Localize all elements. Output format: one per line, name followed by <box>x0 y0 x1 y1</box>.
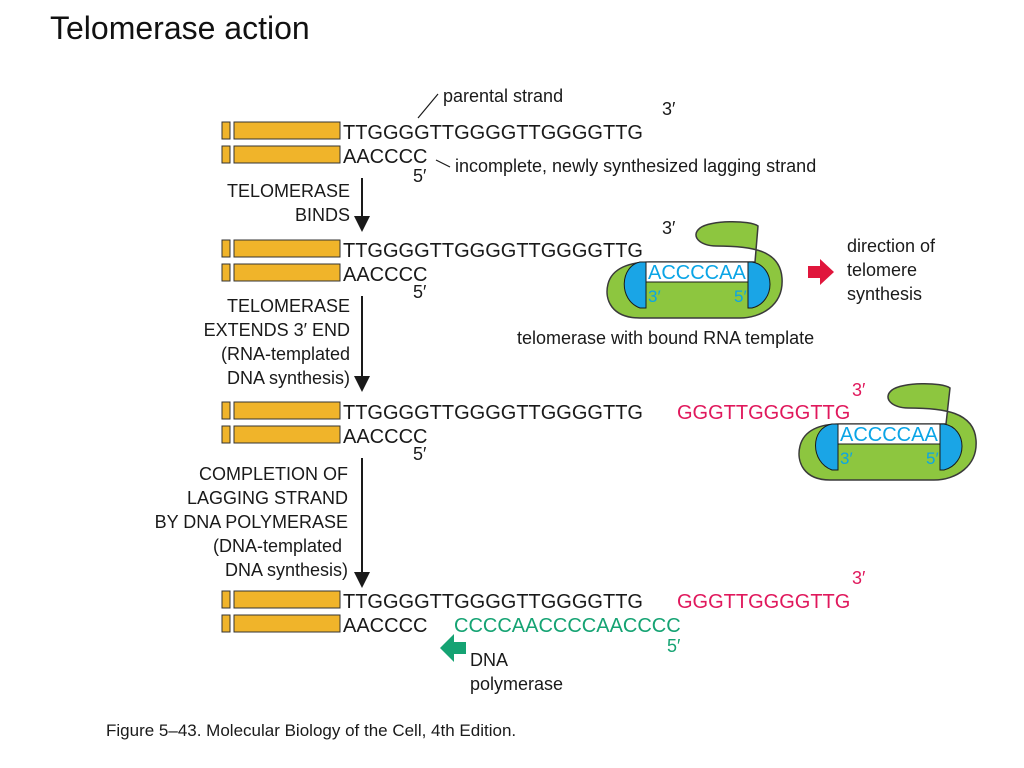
incomplete-strand-pointer <box>435 159 451 168</box>
rna-clamp-left <box>815 423 839 471</box>
five-prime-label: 5′ <box>667 636 681 656</box>
rna-template-sequence: ACCCCAA <box>648 262 746 284</box>
parental-strand-pointer <box>417 93 439 119</box>
step-1-line-1: TELOMERASE <box>227 181 350 201</box>
step-3: COMPLETION OF LAGGING STRAND BY DNA POLY… <box>155 458 370 588</box>
top-strand-sequence: TTGGGGTTGGGGTTGGGGTTG <box>343 402 643 424</box>
three-prime-label: 3′ <box>662 99 676 119</box>
red-arrow-icon <box>808 259 834 285</box>
rna-clamp-right <box>747 261 771 309</box>
top-strand-sequence: TTGGGGTTGGGGTTGGGGTTG <box>343 122 643 144</box>
dna-bar-bottom <box>233 425 341 444</box>
three-prime-label: 3′ <box>662 218 676 238</box>
dna-bar-top <box>233 239 341 258</box>
step-2-line-4: DNA synthesis) <box>227 368 350 388</box>
dna-bar-top <box>233 121 341 140</box>
extension-sequence: GGGTTGGGGTTG <box>677 402 850 424</box>
dna-row-4: TTGGGGTTGGGGTTGGGGTTG GGGTTGGGGTTG AACCC… <box>221 568 866 656</box>
dna-polymerase-indicator: DNA polymerase <box>440 634 563 694</box>
dna-bar-bottom <box>233 145 341 164</box>
rna-five-prime: 5′ <box>926 449 939 468</box>
top-strand-sequence: TTGGGGTTGGGGTTGGGGTTG <box>343 240 643 262</box>
dna-bar-bottom-stub <box>221 145 231 164</box>
step-3-line-3: BY DNA POLYMERASE <box>155 512 348 532</box>
dna-bar-top <box>233 401 341 420</box>
step-3-line-5: DNA synthesis) <box>225 560 348 580</box>
rna-template-box <box>645 261 749 283</box>
dna-bar-top-stub <box>221 121 231 140</box>
five-prime-label: 5′ <box>413 444 427 464</box>
direction-label-line-3: synthesis <box>847 284 922 304</box>
new-lagging-sequence: CCCCAACCCCAACCCC <box>454 615 681 637</box>
step-2-line-3: (RNA-templated <box>221 344 350 364</box>
bottom-strand-sequence: AACCCC <box>343 615 427 637</box>
rna-clamp-right <box>939 423 963 471</box>
dna-bar-bottom-stub <box>221 263 231 282</box>
step-3-line-4: (DNA-templated <box>213 536 342 556</box>
five-prime-label: 5′ <box>413 282 427 302</box>
five-prime-label: 5′ <box>413 166 427 186</box>
bottom-strand-sequence: AACCCC <box>343 426 427 448</box>
extension-sequence: GGGTTGGGGTTG <box>677 591 850 613</box>
dna-bar-top-stub <box>221 590 231 609</box>
telomerase-enzyme-2: ACCCCAA 3′ 5′ <box>798 383 977 481</box>
incomplete-strand-label: incomplete, newly synthesized lagging st… <box>455 156 816 176</box>
direction-indicator: direction of telomere synthesis <box>808 236 936 304</box>
bottom-strand-sequence: AACCCC <box>343 146 427 168</box>
dna-bar-top-stub <box>221 401 231 420</box>
rna-clamp-left <box>623 261 647 309</box>
dna-row-3: TTGGGGTTGGGGTTGGGGTTG GGGTTGGGGTTG AACCC… <box>221 380 866 464</box>
bottom-strand-sequence: AACCCC <box>343 264 427 286</box>
dna-bar-top-stub <box>221 239 231 258</box>
step-3-line-1: COMPLETION OF <box>199 464 348 484</box>
telomerase-template-label: telomerase with bound RNA template <box>517 328 814 348</box>
direction-label-line-1: direction of <box>847 236 936 256</box>
step-2-line-1: TELOMERASE <box>227 296 350 316</box>
step-2: TELOMERASE EXTENDS 3′ END (RNA-templated… <box>204 296 370 392</box>
three-prime-label: 3′ <box>852 380 866 400</box>
dna-row-1: TTGGGGTTGGGGTTGGGGTTG AACCCC 3′ 5′ paren… <box>221 86 816 186</box>
dna-bar-top <box>233 590 341 609</box>
dna-bar-bottom-stub <box>221 614 231 633</box>
green-arrow-icon <box>440 634 466 662</box>
dna-bar-bottom <box>233 614 341 633</box>
slide-title: Telomerase action <box>50 10 310 46</box>
dna-bar-bottom-stub <box>221 425 231 444</box>
dna-polymerase-label-line-2: polymerase <box>470 674 563 694</box>
rna-three-prime: 3′ <box>648 287 661 306</box>
rna-three-prime: 3′ <box>840 449 853 468</box>
step-2-line-2: EXTENDS 3′ END <box>204 320 350 340</box>
rna-template-box <box>837 423 941 445</box>
parental-strand-label: parental strand <box>443 86 563 106</box>
telomerase-enzyme-1: ACCCCAA 3′ 5′ <box>606 221 783 319</box>
rna-template-sequence: ACCCCAA <box>840 424 938 446</box>
dna-bar-bottom <box>233 263 341 282</box>
step-1-line-2: BINDS <box>295 205 350 225</box>
step-3-line-2: LAGGING STRAND <box>187 488 348 508</box>
step-1: TELOMERASE BINDS <box>227 178 370 232</box>
figure-caption: Figure 5–43. Molecular Biology of the Ce… <box>106 721 516 740</box>
dna-polymerase-label-line-1: DNA <box>470 650 508 670</box>
top-strand-sequence: TTGGGGTTGGGGTTGGGGTTG <box>343 591 643 613</box>
rna-five-prime: 5′ <box>734 287 747 306</box>
dna-row-2: TTGGGGTTGGGGTTGGGGTTG AACCCC 3′ 5′ <box>221 218 676 302</box>
direction-label-line-2: telomere <box>847 260 917 280</box>
three-prime-label: 3′ <box>852 568 866 588</box>
